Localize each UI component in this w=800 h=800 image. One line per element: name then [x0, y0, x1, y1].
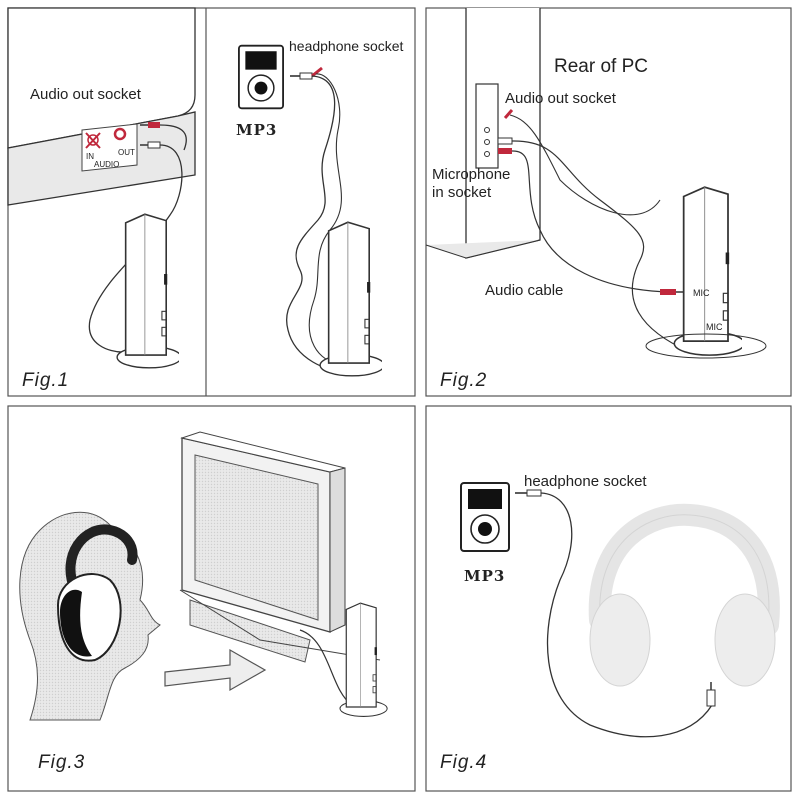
monitor-icon — [179, 431, 381, 663]
figure-caption-2: Fig.2 — [440, 370, 488, 391]
mp3-label: MP3 — [464, 567, 506, 585]
arrow-icon — [164, 648, 267, 692]
plug-icon — [515, 489, 542, 497]
mic-tag-2: MIC — [706, 322, 723, 332]
panel-in-label: IN — [86, 152, 94, 161]
panel-fig2-frame — [425, 7, 792, 397]
transmitter-icon — [339, 602, 388, 718]
mp3-player-icon — [460, 481, 510, 553]
microphone-label: Microphone — [432, 166, 511, 183]
figure-caption-3: Fig.3 — [38, 752, 86, 773]
pc-tower-icon — [425, 8, 541, 259]
plug-icon — [706, 682, 716, 707]
mp3-label: MP3 — [236, 121, 278, 139]
rear-of-pc-label: Rear of PC — [554, 56, 648, 77]
microphone-label-line2: in socket — [432, 184, 492, 201]
audio-cable-label: Audio cable — [485, 282, 564, 299]
panel-fig4-frame — [425, 405, 792, 792]
panel-audio-label: AUDIO — [94, 160, 120, 169]
headphone-socket-label: headphone socket — [524, 473, 647, 490]
audio-device-icon — [7, 7, 196, 206]
headphones-icon — [588, 503, 780, 687]
mic-tag: MIC — [693, 288, 710, 298]
headphone-socket-label: headphone socket — [289, 38, 404, 54]
figure-caption-4: Fig.4 — [440, 752, 488, 773]
mp3-player-icon — [238, 44, 284, 110]
audio-out-socket-label: Audio out socket — [505, 90, 616, 107]
figure-caption-1: Fig.1 — [22, 370, 70, 391]
audio-out-socket-label: Audio out socket — [30, 86, 141, 103]
transmitter-icon — [319, 221, 382, 377]
headphones-icon — [56, 524, 138, 662]
transmitter-icon — [116, 213, 179, 369]
panel-fig3-frame — [7, 405, 416, 792]
panel-out-label: OUT — [118, 148, 135, 157]
